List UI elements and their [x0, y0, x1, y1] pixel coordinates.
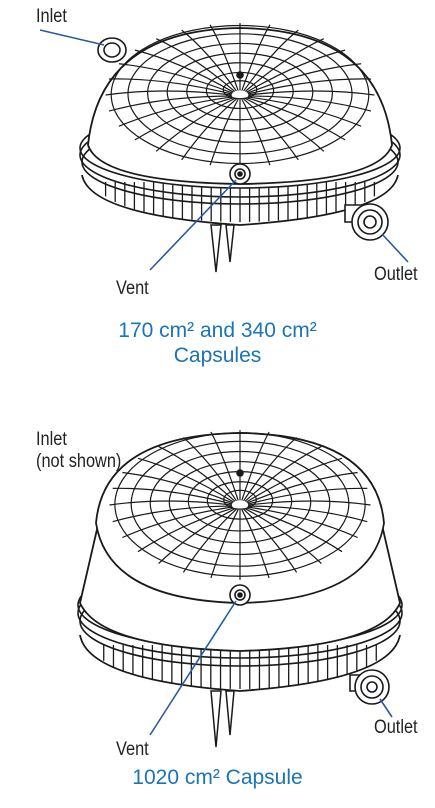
caption-line-2: Capsules — [173, 344, 262, 367]
capsule-large-pins — [210, 690, 235, 748]
capsule-small-caption: 170 cm² and 340 cm² Capsules — [0, 318, 435, 368]
inlet-label-line-2: (not shown) — [36, 451, 122, 472]
outlet-label: Outlet — [374, 717, 418, 738]
capsule-small-body — [79, 23, 401, 226]
capsule-small-pins — [210, 224, 235, 273]
leader-lines — [39, 29, 409, 271]
capsule-large-body — [77, 430, 403, 692]
outlet-port-icon — [349, 669, 390, 705]
vent-leader — [149, 179, 237, 271]
vent-label: Vent — [116, 739, 149, 760]
capsule-small-figure: Inlet Vent Outlet 170 cm² and 340 cm² Ca… — [0, 0, 435, 395]
outlet-port-icon — [344, 203, 389, 241]
capsule-large-figure: Inlet (not shown) Vent Outlet 1020 cm² C… — [0, 395, 435, 808]
vent-leader — [149, 600, 237, 736]
inlet-port-icon — [97, 37, 127, 63]
capsule-small-drawing — [39, 23, 409, 273]
caption-line-1: 1020 cm² Capsule — [132, 766, 303, 789]
leader-lines — [149, 600, 393, 736]
outlet-label: Outlet — [374, 264, 418, 285]
inlet-label: Inlet (not shown) — [36, 429, 121, 473]
capsule-large-drawing — [77, 430, 403, 748]
inlet-leader — [39, 29, 105, 46]
vent-icon — [229, 163, 251, 185]
outlet-leader — [381, 233, 409, 263]
vent-label: Vent — [116, 278, 149, 299]
inlet-label-line-1: Inlet — [36, 429, 67, 450]
capsule-large-caption: 1020 cm² Capsule — [0, 765, 435, 790]
caption-line-1: 170 cm² and 340 cm² — [118, 319, 317, 342]
outlet-leader — [379, 698, 393, 718]
inlet-label: Inlet — [36, 6, 67, 27]
vent-icon — [229, 584, 251, 606]
